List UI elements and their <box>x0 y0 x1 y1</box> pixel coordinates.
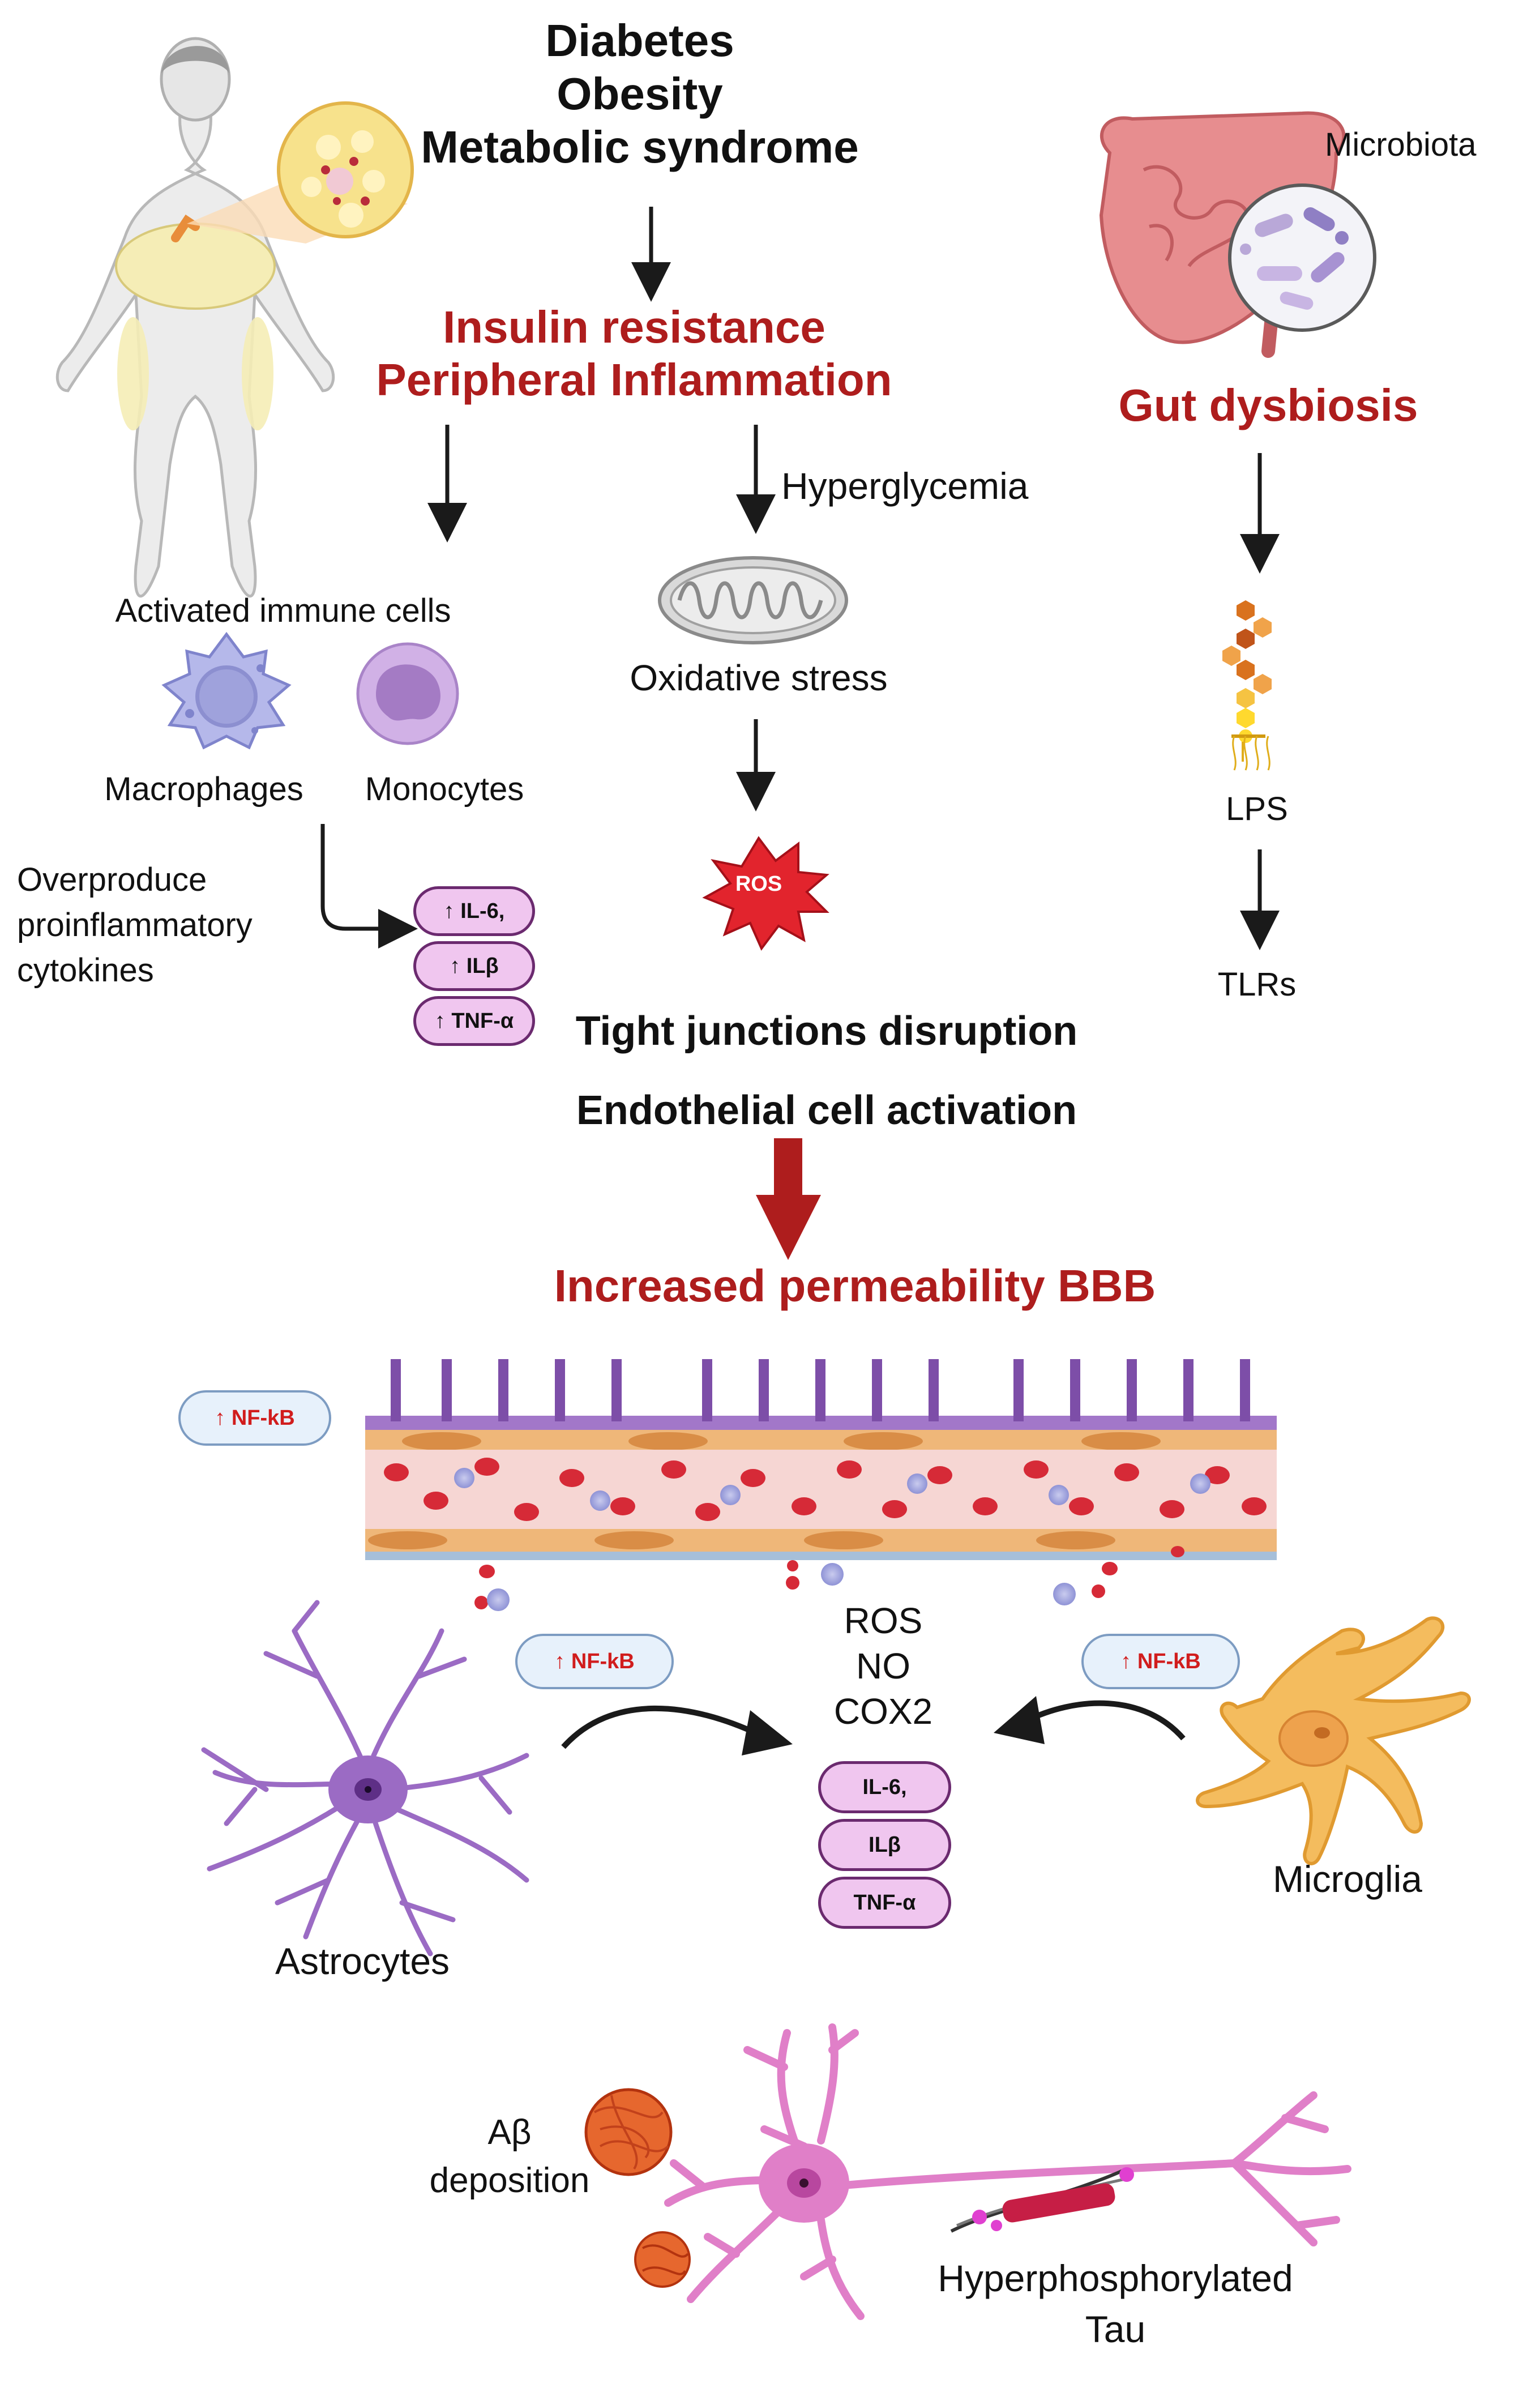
hyperglycemia-label: Hyperglycemia <box>781 465 1029 507</box>
endothelial-activation-label: Endothelial cell activation <box>576 1088 1077 1133</box>
increased-permeability-label: Increased permeability BBB <box>554 1261 1156 1311</box>
ros-burst-label: ROS <box>735 872 782 896</box>
overproduce-line-3: cytokines <box>17 952 154 989</box>
mitochondrion-icon <box>658 556 848 644</box>
tau-tangle-icon <box>950 2167 1134 2233</box>
abdominal-fat <box>115 223 276 310</box>
central-cytokine-il6-pill: IL-6, <box>818 1761 951 1813</box>
obese-body-figure <box>55 37 414 597</box>
microglia-label: Microglia <box>1272 1858 1423 1900</box>
microbiota-zoom <box>1228 183 1376 332</box>
central-cytokine-tnfa-pill: TNF-α <box>818 1877 951 1929</box>
arrow-microglia-to-center <box>1023 1700 1186 1741</box>
microbiota-label: Microbiota <box>1325 126 1477 163</box>
cause-obesity: Obesity <box>557 69 723 119</box>
astrocytes-label: Astrocytes <box>275 1940 450 1982</box>
activated-immune-cells-label: Activated immune cells <box>115 592 451 629</box>
tlrs-label: TLRs <box>1217 966 1297 1003</box>
nfkb-badge-microglia: ↑ NF-kB <box>1081 1634 1240 1689</box>
monocytes-label: Monocytes <box>365 771 524 808</box>
microglia-icon <box>1196 1616 1471 1865</box>
lps-icon <box>1222 600 1272 771</box>
astrocyte-icon <box>201 1600 529 1957</box>
arrow-astrocyte-to-center <box>561 1705 763 1749</box>
blood-brain-barrier <box>365 1359 1277 1560</box>
red-down-arrow <box>756 1138 821 1260</box>
amyloid-plaque-icon <box>584 2088 673 2176</box>
cause-metabolic-syndrome: Metabolic syndrome <box>421 122 859 172</box>
nfkb-badge-bbb: ↑ NF-kB <box>178 1390 331 1446</box>
neuron-icon <box>664 2023 1351 2320</box>
gut-dysbiosis-label: Gut dysbiosis <box>1118 380 1418 430</box>
cause-diabetes: Diabetes <box>545 15 734 66</box>
ab-deposition-line-2: deposition <box>429 2161 590 2200</box>
ab-deposition-line-1: Aβ <box>487 2113 532 2152</box>
peripheral-inflammation-label: Peripheral Inflammation <box>376 354 892 405</box>
monocyte-icon <box>356 642 459 745</box>
amyloid-plaque-small-icon <box>634 2231 691 2288</box>
cytokine-ilb-pill: ↑ ILβ <box>413 941 535 991</box>
tau-line-2: Tau <box>1085 2308 1146 2350</box>
central-cytokine-ilb-pill: ILβ <box>818 1819 951 1871</box>
tight-junctions-label: Tight junctions disruption <box>575 1009 1078 1054</box>
overproduce-line-1: Overproduce <box>17 861 207 898</box>
cytokine-tnfa-pill: ↑ TNF-α <box>413 996 535 1046</box>
cytokine-il6-pill: ↑ IL-6, <box>413 886 535 936</box>
macrophages-label: Macrophages <box>104 771 303 808</box>
oxidative-stress-label: Oxidative stress <box>630 657 888 698</box>
mediator-no: NO <box>856 1646 910 1686</box>
overproduce-line-2: proinflammatory <box>17 907 253 943</box>
macrophage-icon <box>161 631 292 750</box>
intestine-illustration <box>1099 111 1346 358</box>
insulin-resistance-label: Insulin resistance <box>443 302 825 352</box>
arrow-to-cytokines <box>320 824 418 949</box>
lps-label: LPS <box>1226 791 1288 827</box>
tau-line-1: Hyperphosphorylated <box>938 2257 1293 2299</box>
nfkb-badge-astrocyte: ↑ NF-kB <box>515 1634 674 1689</box>
mediator-cox2: COX2 <box>833 1691 933 1732</box>
mediator-ros: ROS <box>844 1600 923 1641</box>
ros-burst-icon <box>702 836 829 951</box>
leaking-cells <box>474 1546 1184 1611</box>
